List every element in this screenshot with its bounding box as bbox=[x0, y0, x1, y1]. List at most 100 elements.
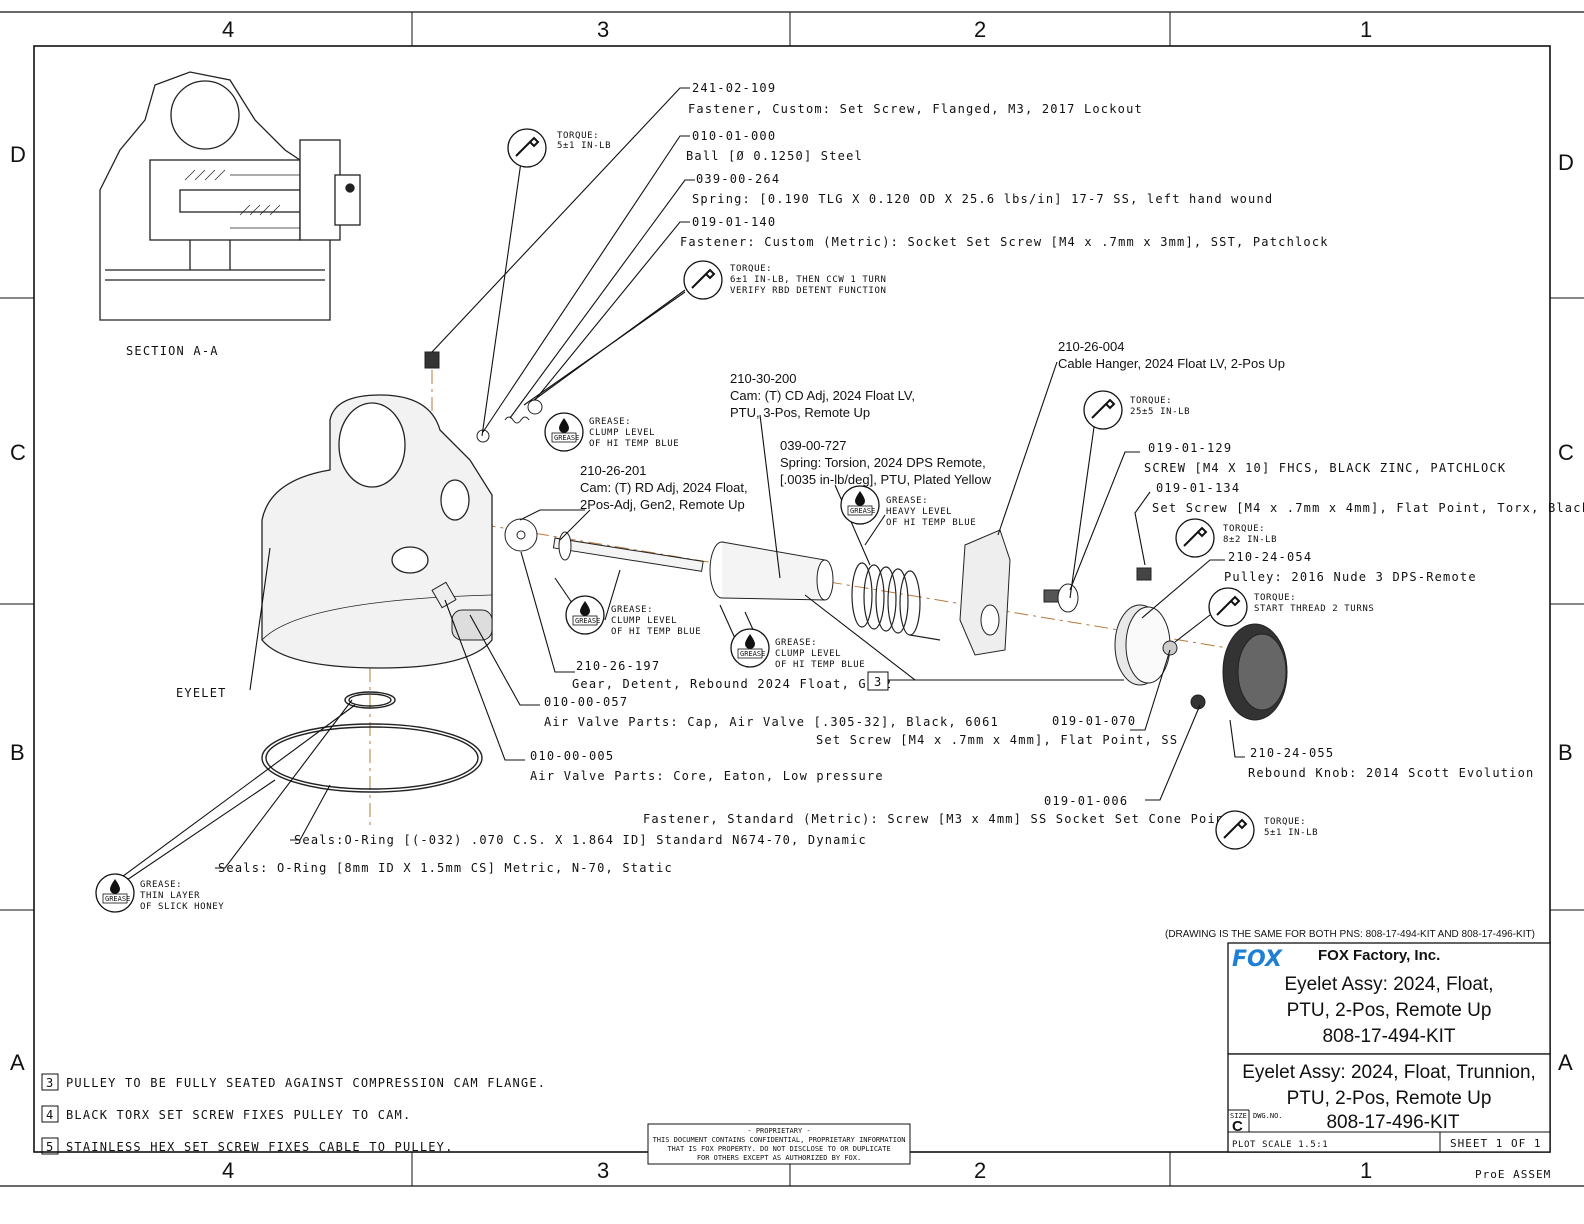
grease-note-4: GREASE GREASE: CLUMP LEVEL OF HI TEMP BL… bbox=[730, 628, 865, 670]
callout-210201-pn: 210-26-201 bbox=[580, 463, 647, 478]
zone-row-left-4: A bbox=[10, 1050, 25, 1075]
torque-2-line2: 6±1 IN-LB, THEN CCW 1 TURN bbox=[730, 275, 886, 285]
callout-241-desc: Fastener, Custom: Set Screw, Flanged, M3… bbox=[688, 102, 1143, 116]
callout-039-desc: Spring: [0.190 TLG X 0.120 OD X 25.6 lbs… bbox=[692, 192, 1273, 206]
proe-assem: ProE ASSEM bbox=[1475, 1168, 1551, 1181]
section-a-a-view bbox=[99, 71, 361, 321]
proprietary-line1: - PROPRIETARY - bbox=[747, 1127, 810, 1135]
grease-badge-5: GREASE bbox=[105, 895, 130, 903]
callout-019140-desc: Fastener: Custom (Metric): Socket Set Sc… bbox=[680, 235, 1329, 249]
callout-210197-desc: Gear, Detent, Rebound 2024 Float, Gen2 bbox=[572, 677, 892, 691]
grease-2-line3: OF HI TEMP BLUE bbox=[886, 518, 976, 528]
callout-010-desc: Ball [Ø 0.1250] Steel bbox=[686, 149, 863, 163]
callout-019129-pn: 019-01-129 bbox=[1148, 441, 1232, 455]
note-1-text: PULLEY TO BE FULLY SEATED AGAINST COMPRE… bbox=[66, 1076, 546, 1090]
socket-screw-019-140 bbox=[527, 399, 543, 415]
callout-019070-desc: Set Screw [M4 x .7mm x 4mm], Flat Point,… bbox=[816, 733, 1178, 747]
zone-row-right-2: C bbox=[1558, 440, 1574, 465]
callout-039727-d1: Spring: Torsion, 2024 DPS Remote, bbox=[780, 455, 986, 470]
note-2-number: 4 bbox=[46, 1108, 54, 1122]
grease-1-line1: GREASE: bbox=[589, 417, 631, 427]
note-3-text: STAINLESS HEX SET SCREW FIXES CABLE TO P… bbox=[66, 1140, 454, 1154]
wrench-shape bbox=[691, 268, 716, 289]
torque-2-line3: VERIFY RBD DETENT FUNCTION bbox=[730, 286, 886, 296]
title1-line2: PTU, 2-Pos, Remote Up bbox=[1287, 1000, 1492, 1021]
callout-21026004-desc: Cable Hanger, 2024 Float LV, 2-Pos Up bbox=[1058, 356, 1285, 371]
grease-badge-2: GREASE bbox=[850, 507, 875, 515]
section-label: SECTION A-A bbox=[126, 344, 219, 358]
callout-210201-d2: 2Pos-Adj, Gen2, Remote Up bbox=[580, 497, 745, 512]
proprietary-box: - PROPRIETARY - THIS DOCUMENT CONTAINS C… bbox=[647, 1123, 911, 1165]
zone-col-bottom-3: 2 bbox=[974, 1158, 986, 1183]
grease-note-5: GREASE GREASE: THIN LAYER OF SLICK HONEY bbox=[95, 873, 224, 913]
title2-part-number: 808-17-496-KIT bbox=[1326, 1112, 1459, 1133]
grease-5-line1: GREASE: bbox=[140, 880, 182, 890]
cam-cd-adj bbox=[709, 541, 834, 601]
note-ref-box bbox=[867, 671, 889, 691]
eyelet-body bbox=[261, 394, 493, 669]
zone-col-bottom-2: 3 bbox=[597, 1158, 609, 1183]
zone-row-right-3: B bbox=[1558, 740, 1573, 765]
wrench-icon bbox=[507, 128, 547, 168]
dwg-no-label: DWG.NO. bbox=[1253, 1112, 1283, 1120]
torque-1-line1: TORQUE: bbox=[557, 131, 599, 141]
callout-21024055-desc: Rebound Knob: 2014 Scott Evolution bbox=[1248, 766, 1534, 780]
wrench-icon bbox=[1208, 587, 1248, 627]
torque-5-line1: TORQUE: bbox=[1254, 593, 1296, 603]
zone-col-bottom-1: 4 bbox=[222, 1158, 234, 1183]
set-screw-019-070 bbox=[1162, 640, 1178, 656]
torque-note-4: TORQUE: 8±2 IN-LB bbox=[1175, 518, 1277, 558]
wrench-shape bbox=[1223, 818, 1248, 839]
torque-note-3: TORQUE: 25±5 IN-LB bbox=[1083, 390, 1190, 430]
torx-set-screw bbox=[1136, 567, 1152, 581]
torque-3-line1: TORQUE: bbox=[1130, 396, 1172, 406]
drop-icon bbox=[745, 634, 755, 649]
callout-241-pn: 241-02-109 bbox=[692, 81, 776, 95]
general-notes: 3 PULLEY TO BE FULLY SEATED AGAINST COMP… bbox=[41, 1073, 546, 1155]
grease-3-line3: OF HI TEMP BLUE bbox=[611, 627, 701, 637]
callout-039727-pn: 039-00-727 bbox=[780, 438, 847, 453]
set-screw-241 bbox=[424, 351, 440, 369]
zone-col-bottom-4: 1 bbox=[1360, 1158, 1372, 1183]
torque-2-line1: TORQUE: bbox=[730, 264, 772, 274]
grease-5-line3: OF SLICK HONEY bbox=[140, 902, 224, 912]
callout-019140-pn: 019-01-140 bbox=[692, 215, 776, 229]
title-block: (DRAWING IS THE SAME FOR BOTH PNS: 808-1… bbox=[1165, 929, 1551, 1181]
zone-col-top-2: 3 bbox=[597, 17, 609, 42]
proprietary-line4: FOR OTHERS EXCEPT AS AUTHORIZED BY FOX. bbox=[697, 1154, 861, 1162]
same-drawing-note: (DRAWING IS THE SAME FOR BOTH PNS: 808-1… bbox=[1165, 929, 1535, 940]
callout-21030-d1: Cam: (T) CD Adj, 2024 Float LV, bbox=[730, 388, 915, 403]
grease-1-line3: OF HI TEMP BLUE bbox=[589, 439, 679, 449]
drop-icon bbox=[110, 879, 120, 894]
plot-scale: PLOT SCALE 1.5:1 bbox=[1232, 1140, 1328, 1150]
company-name: FOX Factory, Inc. bbox=[1318, 947, 1440, 964]
grease-badge-1: GREASE bbox=[554, 434, 579, 442]
callout-019006-pn: 019-01-006 bbox=[1044, 794, 1128, 808]
eyelet-label: EYELET bbox=[176, 686, 227, 700]
drop-icon bbox=[559, 418, 569, 433]
size-label: SIZE bbox=[1230, 1112, 1247, 1120]
proprietary-line2: THIS DOCUMENT CONTAINS CONFIDENTIAL, PRO… bbox=[653, 1136, 906, 1144]
gear-detent bbox=[504, 518, 538, 552]
torque-note-5: TORQUE: START THREAD 2 TURNS bbox=[1208, 587, 1374, 627]
wrench-shape bbox=[1216, 595, 1241, 616]
torque-note-1: TORQUE: 5±1 IN-LB bbox=[507, 128, 611, 168]
title2-line1: Eyelet Assy: 2024, Float, Trunnion, bbox=[1242, 1062, 1536, 1083]
callout-010005-desc: Air Valve Parts: Core, Eaton, Low pressu… bbox=[530, 769, 884, 783]
torque-1-line2: 5±1 IN-LB bbox=[557, 141, 611, 151]
grease-note-1: GREASE GREASE: CLUMP LEVEL OF HI TEMP BL… bbox=[544, 412, 679, 452]
cable-hanger bbox=[959, 529, 1011, 656]
torque-note-2: TORQUE: 6±1 IN-LB, THEN CCW 1 TURN VERIF… bbox=[683, 260, 886, 300]
fox-logo: FOX bbox=[1232, 947, 1283, 972]
rebound-knob bbox=[1222, 623, 1288, 721]
cam-rd-adj bbox=[552, 531, 704, 572]
torsion-spring bbox=[851, 562, 941, 641]
grease-badge-4: GREASE bbox=[740, 650, 765, 658]
torque-6-line2: 5±1 IN-LB bbox=[1264, 828, 1318, 838]
zone-row-left-3: B bbox=[10, 740, 25, 765]
callout-21030-d2: PTU, 3-Pos, Remote Up bbox=[730, 405, 870, 420]
grease-4-line1: GREASE: bbox=[775, 638, 817, 648]
drop-icon bbox=[580, 601, 590, 616]
grease-3-line1: GREASE: bbox=[611, 605, 653, 615]
